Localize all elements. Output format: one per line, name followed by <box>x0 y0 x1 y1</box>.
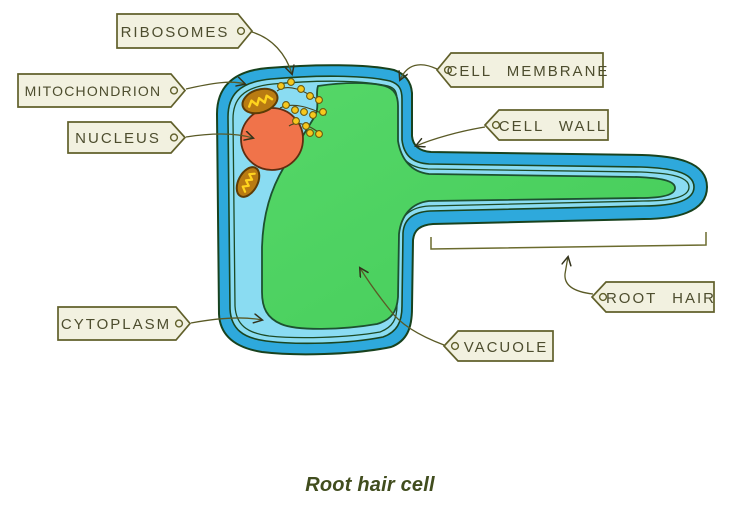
label-root-hair: ROOT HAIR <box>590 281 716 313</box>
tag-hole <box>174 319 184 328</box>
root-hair-arrow <box>565 257 594 295</box>
label-nucleus: NUCLEUS <box>67 121 187 154</box>
label-cell-membrane: CELL MEMBRANE <box>435 52 610 88</box>
nucleus-label: NUCLEUS <box>75 130 161 147</box>
label-cytoplasm: CYTOPLASM <box>57 306 192 341</box>
tag-hole <box>450 341 460 351</box>
nucleus-shape <box>240 107 304 171</box>
tag-hole <box>169 133 179 142</box>
vacuole-arrow <box>360 268 445 346</box>
cytoplasm-label: CYTOPLASM <box>61 316 171 333</box>
cell-wall-arrow <box>416 126 486 146</box>
cytoplasm-arrow <box>190 318 262 324</box>
cell-wall-label: CELL WALL <box>499 118 607 135</box>
ribosomes-cluster <box>276 78 327 138</box>
label-ribosomes: RIBOSOMES <box>116 13 254 49</box>
root-hair-label: ROOT HAIR <box>606 290 716 307</box>
mitochondrion-upper <box>241 87 279 115</box>
tag-hole <box>598 292 608 302</box>
label-cell-wall: CELL WALL <box>483 109 609 141</box>
cell-membrane-arrow <box>400 64 438 80</box>
tag-hole <box>169 86 179 95</box>
mitochondrion-lower <box>235 166 261 198</box>
vacuole-label: VACUOLE <box>464 339 549 356</box>
label-mitochondrion: MITOCHONDRION <box>17 73 187 108</box>
mitochondrion-label: MITOCHONDRION <box>25 83 162 99</box>
ribosomes-label: RIBOSOMES <box>121 24 230 41</box>
label-vacuole: VACUOLE <box>442 330 554 362</box>
ribosomes-arrow <box>251 31 292 74</box>
cell-membrane-label: CELL MEMBRANE <box>447 63 610 80</box>
tag-hole <box>236 26 246 36</box>
leader-lines <box>185 31 594 346</box>
diagram-caption: Root hair cell <box>305 474 435 496</box>
tag-hole <box>443 65 453 75</box>
nucleus-arrow <box>185 134 253 138</box>
cell-membrane-line <box>232 80 690 339</box>
mitochondrion-arrow <box>185 82 245 90</box>
root-hair-bracket <box>430 232 707 250</box>
tag-hole <box>491 120 501 130</box>
